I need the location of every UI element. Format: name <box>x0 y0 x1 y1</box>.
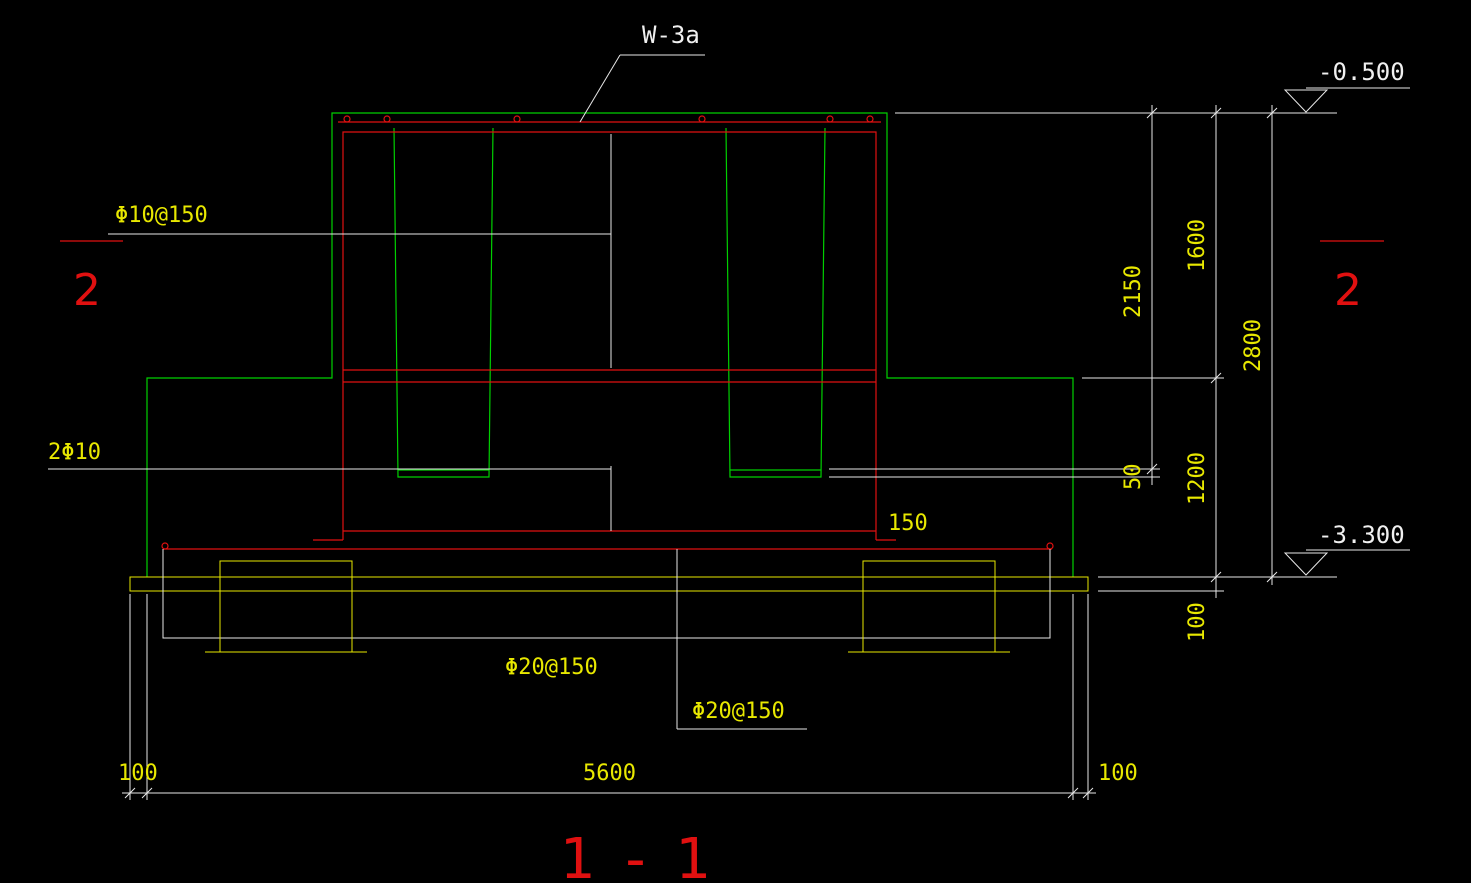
dim-100-bottom-right-label: 100 <box>1098 761 1138 786</box>
rebar-dot <box>866 115 874 123</box>
section-mark-right: 2 <box>1334 265 1362 316</box>
elevation-triangle-bottom <box>1283 552 1329 576</box>
section-mark-left: 2 <box>73 265 101 316</box>
rebar <box>161 115 1054 550</box>
dim-5600-label: 5600 <box>583 761 636 786</box>
annotation-labels: W-3a Φ10@150 2Φ10 Φ20@150 Φ20@150 <box>48 21 785 724</box>
slab <box>129 549 1089 653</box>
tick <box>1210 107 1222 119</box>
bottom-rebar-label-1: Φ20@150 <box>505 655 598 680</box>
rebar-dot <box>161 542 169 550</box>
dim-2800-label: 2800 <box>1241 319 1266 372</box>
dim-1200-label: 1200 <box>1185 452 1210 505</box>
dim-50-label: 50 <box>1121 464 1146 491</box>
dim-150-label: 150 <box>888 511 928 536</box>
right-pile-cap <box>862 560 996 652</box>
main-stirrup <box>342 131 877 540</box>
cushion-layer <box>129 576 1089 592</box>
tick <box>1210 372 1222 384</box>
concrete-outline <box>146 112 1074 577</box>
tick <box>1146 463 1158 475</box>
rebar-dot <box>1046 542 1054 550</box>
dim-1600-label: 1600 <box>1185 219 1210 272</box>
elevation-bottom-label: -3.300 <box>1318 521 1405 549</box>
tick <box>141 787 153 799</box>
tick <box>1266 107 1278 119</box>
w3a-leader <box>579 54 621 123</box>
slab-bottom-bar <box>162 549 1051 639</box>
right-wall-slot <box>725 127 826 478</box>
dimension-lines <box>122 105 1337 800</box>
foundation-outline <box>146 112 1074 577</box>
section-title: 1 - 1 <box>560 827 717 883</box>
dim-100-right-label: 100 <box>1185 602 1210 642</box>
elevation-markers: -0.500 -3.300 <box>1283 58 1410 576</box>
tick <box>1146 107 1158 119</box>
tick <box>1266 571 1278 583</box>
bars-label: 2Φ10 <box>48 440 101 465</box>
tick <box>1082 787 1094 799</box>
wall-tag-label: W-3a <box>642 21 700 49</box>
rebar-dot <box>383 115 391 123</box>
rebar-dot <box>698 115 706 123</box>
leaders <box>48 54 807 730</box>
tick <box>1067 787 1079 799</box>
bottom-rebar-label-2: Φ20@150 <box>692 699 785 724</box>
tick <box>1210 571 1222 583</box>
rebar-dot <box>513 115 521 123</box>
left-wall-slot <box>393 127 494 478</box>
rebar-dot <box>343 115 351 123</box>
dimension-text: 2150 1600 2800 1200 50 100 150 5600 100 … <box>118 219 1266 786</box>
section-marks: 2 2 <box>60 240 1384 316</box>
dim-100-left-label: 100 <box>118 761 158 786</box>
stirrup-label: Φ10@150 <box>115 203 208 228</box>
tick <box>124 787 136 799</box>
elevation-top-label: -0.500 <box>1318 58 1405 86</box>
rebar-dot <box>826 115 834 123</box>
dim-2150-label: 2150 <box>1121 265 1146 318</box>
elevation-triangle-top <box>1283 89 1329 113</box>
